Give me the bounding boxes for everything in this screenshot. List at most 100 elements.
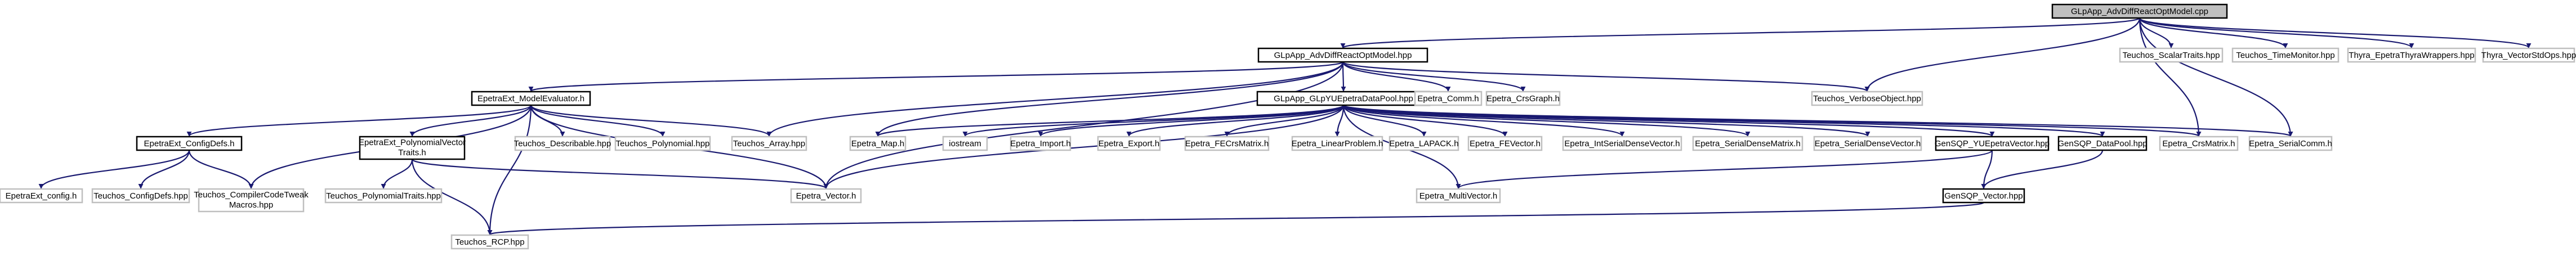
- edge-polytraits-to-vectorh: [411, 158, 829, 190]
- node-box: [2057, 136, 2148, 151]
- node-label: Epetra_SerialDenseMatrix.h: [1695, 139, 1801, 148]
- node-label: Teuchos_RCP.hpp: [455, 237, 524, 247]
- node-vecstd: Thyra_VectorStdOps.hpp: [2481, 47, 2576, 63]
- edge-modeleval-to-polynomial: [530, 105, 666, 137]
- edge-datapool-to-vectorh: [823, 105, 1345, 189]
- node-box: [1485, 91, 1561, 106]
- node-label: Epetra_Import.h: [1010, 139, 1071, 148]
- node-label: Teuchos_TimeMonitor.hpp: [2236, 51, 2334, 60]
- node-multivector: Epetra_MultiVector.h: [1416, 188, 1501, 204]
- node-box: [1414, 91, 1483, 106]
- edge-modeleval-to-array: [530, 105, 772, 137]
- edge-configdefs-to-epetraextconfig: [38, 150, 190, 189]
- node-label: GenSQP_DataPool.hpp: [2057, 139, 2147, 148]
- edge-configdefs-to-teuchosconfig: [138, 150, 190, 189]
- node-export: Epetra_Export.h: [1097, 136, 1161, 151]
- edge-gensqpyu-to-gensqpvector: [1981, 150, 1993, 189]
- node-box: [324, 188, 443, 204]
- node-array: Teuchos_Array.hpp: [731, 136, 807, 151]
- node-box: [471, 91, 591, 106]
- edge-gensqpvector-to-rcp: [488, 201, 1985, 236]
- edge-datapool-to-fevector: [1342, 105, 1508, 137]
- edge-datapool-to-serialdensemat: [1342, 104, 1751, 137]
- node-label: GenSQP_Vector.hpp: [1944, 191, 2023, 201]
- node-polytraitshpp: Teuchos_PolynomialTraits.hpp: [324, 188, 443, 204]
- node-timemon: Teuchos_TimeMonitor.hpp: [2231, 47, 2340, 63]
- node-label: Epetra_Comm.h: [1417, 94, 1479, 104]
- node-box: [2347, 47, 2476, 63]
- node-label: GenSQP_YUEpetraVector.hpp: [1935, 139, 2050, 148]
- node-box: [1010, 136, 1072, 151]
- node-box: [1291, 136, 1383, 151]
- node-label: Epetra_Export.h: [1099, 139, 1159, 148]
- edge-glpmodel-to-comm: [1342, 61, 1451, 92]
- node-label: Teuchos_VerboseObject.hpp: [1813, 94, 1921, 104]
- node-crsmatrix: Epetra_CrsMatrix.h: [2159, 136, 2239, 151]
- node-box: [849, 136, 907, 151]
- node-gensqpvector[interactable]: GenSQP_Vector.hpp: [1942, 188, 2025, 204]
- edge-root-to-thyrawrap: [2139, 17, 2414, 49]
- edge-root-to-scalar: [2139, 17, 2174, 48]
- node-fevector: Epetra_FEVector.h: [1467, 136, 1543, 151]
- edge-glpmodel-to-verbose: [1342, 61, 1870, 92]
- node-label: Teuchos_ScalarTraits.hpp: [2123, 51, 2220, 60]
- edge-glpmodel-to-array: [766, 61, 1344, 137]
- node-modeleval[interactable]: EpetraExt_ModelEvaluator.h: [471, 91, 591, 106]
- node-box: [2248, 136, 2333, 151]
- node-label: Epetra_Vector.h: [796, 191, 856, 201]
- node-serialdensevec: Epetra_SerialDenseVector.h: [1813, 136, 1922, 151]
- node-box: [1256, 91, 1431, 106]
- node-serialcomm: Epetra_SerialComm.h: [2248, 136, 2333, 151]
- node-box: [790, 188, 862, 204]
- node-box: [1942, 188, 2025, 204]
- node-fecrs: Epetra_FECrsMatrix.h: [1184, 136, 1270, 151]
- node-configdefs[interactable]: EpetraExt_ConfigDefs.h: [136, 136, 243, 151]
- node-box: [1813, 136, 1922, 151]
- node-intserialdense: Epetra_IntSerialDenseVector.h: [1562, 136, 1682, 151]
- edge-datapool-to-gensqpyu: [1342, 104, 1995, 137]
- node-label: EpetraExt_ModelEvaluator.h: [477, 94, 584, 104]
- node-label: Epetra_CrsMatrix.h: [2162, 139, 2235, 148]
- edge-datapool-to-lapack: [1342, 105, 1427, 137]
- node-label: iostream: [949, 139, 981, 148]
- node-crsgraph: Epetra_CrsGraph.h: [1485, 91, 1561, 106]
- node-iostream: iostream: [942, 136, 988, 151]
- edge-root-to-serialcomm: [2139, 17, 2293, 137]
- node-label: Thyra_VectorStdOps.hpp: [2481, 51, 2576, 60]
- node-box: [1184, 136, 1270, 151]
- edge-root-to-vecstd: [2139, 17, 2532, 49]
- node-linprob: Epetra_LinearProblem.h: [1291, 136, 1383, 151]
- edge-root-to-timemon: [2139, 17, 2288, 48]
- edge-root-to-verbose: [1864, 17, 2141, 92]
- edge-root-to-crsmatrix: [2139, 17, 2202, 137]
- node-teuchosconfig: Teuchos_ConfigDefs.hpp: [91, 188, 190, 204]
- node-map: Epetra_Map.h: [849, 136, 907, 151]
- edge-modeleval-to-configdefs: [186, 104, 532, 137]
- node-scalar: Teuchos_ScalarTraits.hpp: [2119, 47, 2224, 63]
- dependency-nodes: GLpApp_AdvDiffReactOptModel.cppGLpApp_Ad…: [0, 3, 2576, 250]
- node-box: [1935, 136, 2050, 151]
- node-gensqpyu[interactable]: GenSQP_YUEpetraVector.hpp: [1935, 136, 2050, 151]
- edge-gensqpdp-to-gensqpvector: [1981, 150, 2104, 189]
- node-root[interactable]: GLpApp_AdvDiffReactOptModel.cpp: [2051, 3, 2228, 19]
- node-label: Epetra_IntSerialDenseVector.h: [1564, 139, 1680, 148]
- edge-polytraits-to-polytraitshpp: [381, 159, 413, 189]
- node-box: [942, 136, 988, 151]
- edge-datapool-to-gensqpdp: [1342, 104, 2105, 137]
- node-datapool[interactable]: GLpApp_GLpYUEpetraDataPool.hpp: [1256, 91, 1431, 106]
- edge-root-to-glpmodel: [1340, 17, 2141, 49]
- node-vectorh: Epetra_Vector.h: [790, 188, 862, 204]
- node-box: [0, 188, 83, 204]
- node-glpmodel[interactable]: GLpApp_AdvDiffReactOptModel.hpp: [1257, 47, 1428, 63]
- edge-datapool-to-map: [875, 104, 1345, 137]
- dependency-edges: [38, 17, 2532, 236]
- node-gensqpdp[interactable]: GenSQP_DataPool.hpp: [2057, 136, 2148, 151]
- node-box: [136, 136, 243, 151]
- node-box: [450, 234, 529, 250]
- node-label: GLpApp_AdvDiffReactOptModel.cpp: [2071, 7, 2208, 16]
- node-box: [614, 136, 711, 151]
